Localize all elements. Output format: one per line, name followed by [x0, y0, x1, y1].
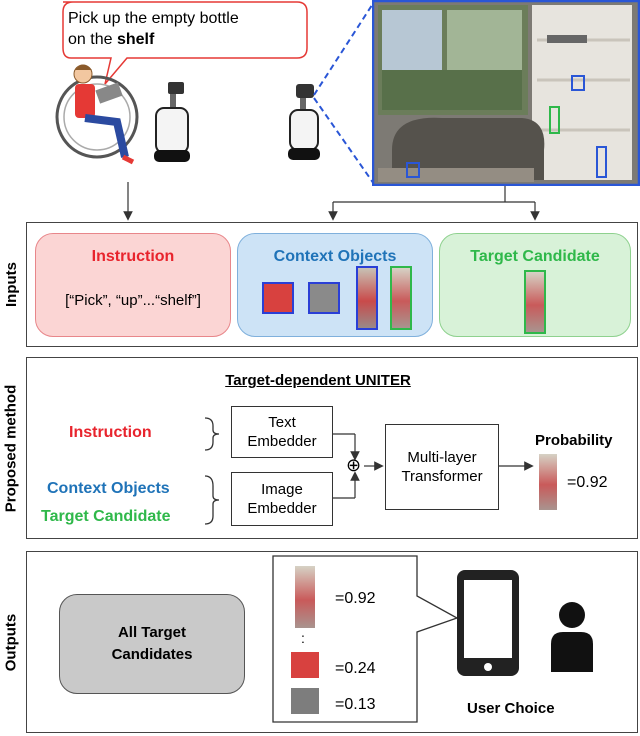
- input-arrows: [123, 182, 540, 221]
- context-object-thumb-2: [308, 282, 340, 314]
- wheelchair-user-icon: [55, 64, 139, 165]
- proposed-section-label: Proposed method: [0, 357, 22, 539]
- speech-line-1: Pick up the empty bottle: [68, 10, 239, 27]
- context-object-thumb-3: [356, 266, 378, 330]
- transformer-box: Multi-layer Transformer: [385, 424, 499, 510]
- context-objects-title: Context Objects: [273, 248, 397, 265]
- scene-photo: [372, 0, 640, 186]
- context-object-thumb-1: [262, 282, 294, 314]
- target-candidate-thumb: [524, 270, 546, 334]
- outputs-panel: All Target Candidates =0.92 : =0.24 =0.1…: [26, 551, 638, 733]
- probability-value: =0.92: [567, 474, 608, 491]
- probability-label: Probability: [535, 432, 613, 449]
- speech-line-2-bold: shelf: [116, 31, 155, 48]
- proposed-method-panel: Target-dependent UNITER Instruction Cont…: [26, 357, 638, 539]
- inputs-panel: Instruction [“Pick”, “up”...“shelf”] Con…: [26, 222, 638, 347]
- inputs-section-label: Inputs: [0, 222, 22, 347]
- output-score-1: =0.92: [335, 590, 376, 607]
- instruction-box: Instruction [“Pick”, “up”...“shelf”]: [35, 233, 231, 337]
- output-score-2: =0.24: [335, 660, 376, 677]
- speech-line-2: on the: [68, 31, 117, 48]
- context-object-thumb-4: [390, 266, 412, 330]
- callout-shape: [272, 555, 459, 723]
- robot-icon-2: [288, 84, 320, 160]
- context-objects-box: Context Objects: [237, 233, 433, 337]
- method-target-label: Target Candidate: [41, 508, 171, 525]
- proposed-label-text: Proposed method: [2, 384, 20, 512]
- robot-icon: [154, 82, 190, 162]
- outputs-section-label: Outputs: [0, 551, 22, 733]
- image-embedder-box: Image Embedder: [231, 472, 333, 526]
- user-icon: [551, 602, 593, 672]
- method-instruction-label: Instruction: [69, 424, 152, 441]
- output-cup-thumb: [291, 652, 319, 678]
- inputs-label-text: Inputs: [2, 262, 20, 307]
- plus-icon: ⊕: [346, 455, 362, 475]
- output-score-3: =0.13: [335, 696, 376, 713]
- speech-text: Pick up the empty bottle on the shelf: [68, 8, 239, 50]
- user-choice-label: User Choice: [467, 700, 555, 717]
- instruction-text: [“Pick”, “up”...“shelf”]: [65, 292, 201, 309]
- zoom-lines: [313, 1, 375, 185]
- all-candidates-box: All Target Candidates: [59, 594, 245, 694]
- method-connectors: [204, 417, 534, 525]
- tablet-icon: [457, 570, 519, 676]
- probability-bottle-thumb: [539, 454, 557, 510]
- outputs-label-text: Outputs: [2, 613, 20, 671]
- output-object-thumb: [291, 688, 319, 714]
- method-title: Target-dependent UNITER: [225, 372, 411, 389]
- target-candidate-box: Target Candidate: [439, 233, 631, 337]
- text-embedder-box: Text Embedder: [231, 406, 333, 458]
- instruction-title: Instruction: [91, 248, 175, 265]
- speech-bubble: [62, 1, 308, 85]
- output-ellipsis: :: [301, 630, 305, 646]
- target-candidate-title: Target Candidate: [470, 248, 600, 265]
- output-bottle-thumb: [295, 566, 315, 628]
- method-context-label: Context Objects: [47, 480, 170, 497]
